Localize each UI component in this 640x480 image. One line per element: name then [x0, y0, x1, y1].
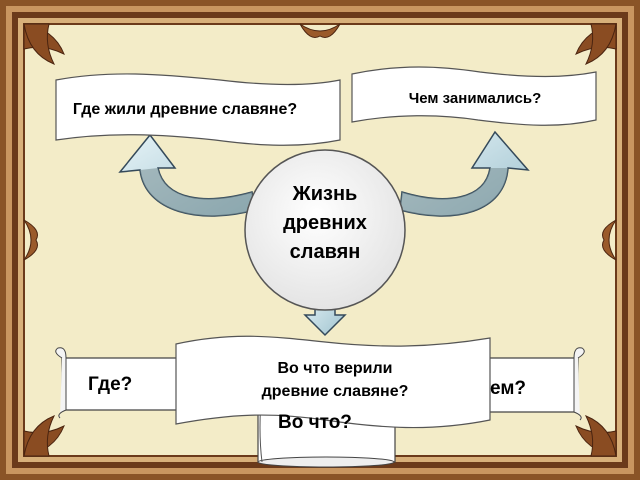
- banner-left-shape: [55, 73, 341, 146]
- center-title-line-2: древних: [283, 212, 367, 234]
- scroll-left-label: Где?: [88, 374, 133, 395]
- center-circle: [244, 149, 406, 311]
- banner-right-label: Чем занимались?: [408, 90, 542, 107]
- banner-bottom-shape: [175, 335, 491, 429]
- banner-bottom-line-2: древние славяне?: [261, 383, 409, 400]
- center-title-line-3: славян: [289, 241, 361, 263]
- scroll-bottom-label: Во что?: [278, 412, 352, 433]
- curved-arrow-icon: [399, 130, 530, 217]
- scroll-right-label: ем?: [490, 378, 526, 399]
- scroll-icon: [469, 347, 585, 421]
- banner-bottom-line-1: Во что верили: [277, 360, 393, 377]
- center-title-line-1: Жизнь: [292, 183, 358, 205]
- banner-right-shape: [351, 66, 597, 126]
- banner-left-label: Где жили древние славяне?: [72, 101, 298, 118]
